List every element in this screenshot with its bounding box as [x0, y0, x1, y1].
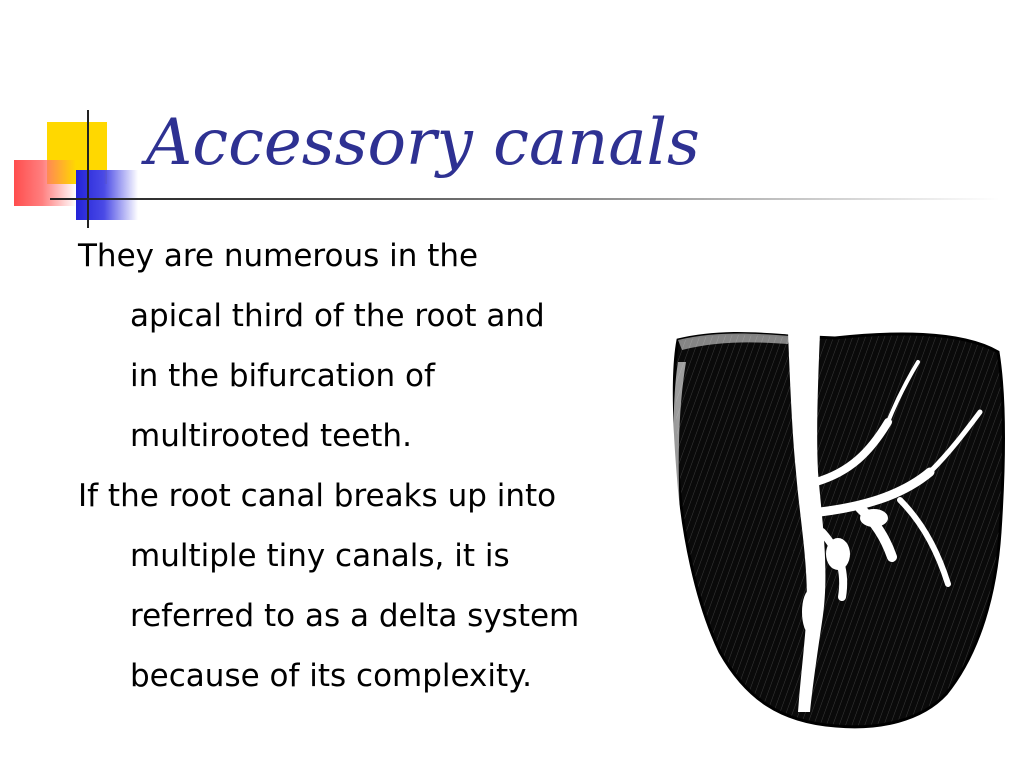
- body-line: multiple tiny canals, it is: [130, 538, 510, 574]
- blue-square: [76, 170, 138, 220]
- body-line: If the root canal breaks up into: [78, 478, 557, 514]
- vertical-rule: [87, 110, 89, 228]
- body-line: They are numerous in the: [78, 238, 479, 274]
- slide-title: Accessory canals: [146, 106, 700, 180]
- body-line: apical third of the root and: [130, 298, 545, 334]
- title-underline: [50, 198, 1000, 200]
- paragraph-1: They are numerous in the apical third of…: [78, 226, 658, 466]
- tooth-cross-section-icon: [672, 332, 1005, 729]
- body-line: in the bifurcation of: [130, 358, 435, 394]
- body-line: multirooted teeth.: [130, 418, 412, 454]
- slide-logo-squares: [0, 0, 160, 240]
- slide-body: They are numerous in the apical third of…: [78, 226, 658, 706]
- paragraph-2: If the root canal breaks up into multipl…: [78, 466, 658, 706]
- body-line: referred to as a delta system: [130, 598, 580, 634]
- body-line: because of its complexity.: [130, 658, 532, 694]
